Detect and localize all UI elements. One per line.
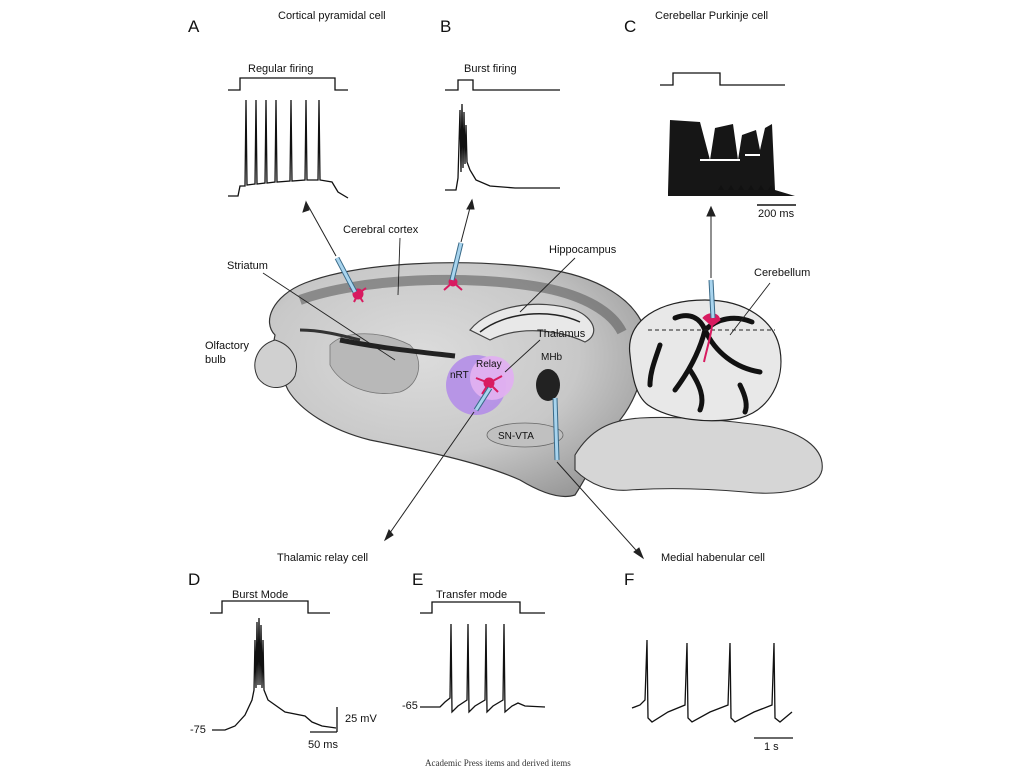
- electrode-d: [473, 386, 493, 412]
- label-pointers: [262, 237, 771, 373]
- trace-panel-b: [445, 79, 560, 191]
- caption-medial-habenular: Medial habenular cell: [661, 552, 765, 564]
- panel-letter-b: B: [440, 17, 452, 36]
- trace-panel-e: [420, 601, 546, 714]
- label-mhb: MHb: [541, 352, 563, 363]
- panel-letter-c: C: [624, 17, 637, 36]
- voltage-trace-e: [420, 623, 546, 714]
- label-sn-vta: SN-VTA: [498, 431, 534, 442]
- panel-letter-a: A: [188, 17, 200, 36]
- caption-purkinje: Cerebellar Purkinje cell: [655, 10, 769, 22]
- resting-potential-d: -75: [190, 724, 206, 736]
- label-bulb: bulb: [205, 354, 226, 366]
- stim-step-b: [445, 79, 560, 91]
- electrode-f: [552, 397, 560, 461]
- panel-letter-f: F: [624, 570, 635, 589]
- scale-label-25mv: 25 mV: [345, 713, 377, 725]
- olfactory-bulb-shape: [254, 339, 297, 388]
- panel-letter-d: D: [188, 570, 201, 589]
- label-nrt: nRT: [450, 370, 469, 381]
- voltage-trace-f: [631, 639, 793, 723]
- electrode-b: [449, 242, 464, 281]
- label-cerebellum: Cerebellum: [754, 267, 811, 279]
- electrode-c: [708, 279, 716, 319]
- resting-potential-e: -65: [402, 700, 418, 712]
- stim-step-c: [660, 72, 785, 86]
- label-olfactory: Olfactory: [205, 340, 250, 352]
- label-striatum: Striatum: [227, 260, 268, 272]
- stim-label-burst-firing: Burst firing: [464, 63, 517, 75]
- scale-label-50ms: 50 ms: [308, 739, 338, 751]
- trace-panel-c: [660, 72, 796, 206]
- neuron-thalamus: [475, 375, 503, 395]
- stim-label-burst-mode: Burst Mode: [232, 589, 289, 601]
- stim-step-a: [228, 77, 348, 91]
- trace-panel-d: [210, 600, 338, 733]
- caption-cortical-pyramidal: Cortical pyramidal cell: [278, 10, 386, 22]
- footer-credit: Academic Press items and derived items: [425, 758, 571, 768]
- arrows: [302, 198, 716, 560]
- relay-nucleus: [470, 356, 514, 400]
- voltage-envelope-c: [668, 120, 795, 196]
- caption-thalamic-relay: Thalamic relay cell: [277, 552, 369, 564]
- voltage-trace-d: [212, 617, 337, 731]
- panel-letter-e: E: [412, 570, 424, 589]
- scale-label-200ms: 200 ms: [758, 208, 795, 220]
- voltage-trace-a: [228, 99, 349, 199]
- label-cerebral-cortex: Cerebral cortex: [343, 224, 419, 236]
- brainstem-outline: [574, 416, 823, 494]
- stim-label-transfer-mode: Transfer mode: [436, 589, 508, 601]
- electrode-a: [334, 256, 358, 294]
- stim-label-regular-firing: Regular firing: [248, 63, 314, 75]
- voltage-trace-b: [445, 103, 560, 191]
- brain-section: [254, 262, 823, 498]
- label-hippocampus: Hippocampus: [549, 244, 617, 256]
- stim-step-e: [420, 601, 545, 614]
- scale-label-1s: 1 s: [764, 741, 779, 753]
- stim-step-d: [210, 600, 330, 614]
- hippocampus-shape: [469, 303, 595, 343]
- purkinje-markers: [718, 185, 774, 190]
- trace-panel-a: [228, 77, 349, 199]
- label-relay: Relay: [476, 359, 502, 370]
- trace-panel-f: [631, 639, 793, 739]
- label-thalamus: Thalamus: [537, 328, 586, 340]
